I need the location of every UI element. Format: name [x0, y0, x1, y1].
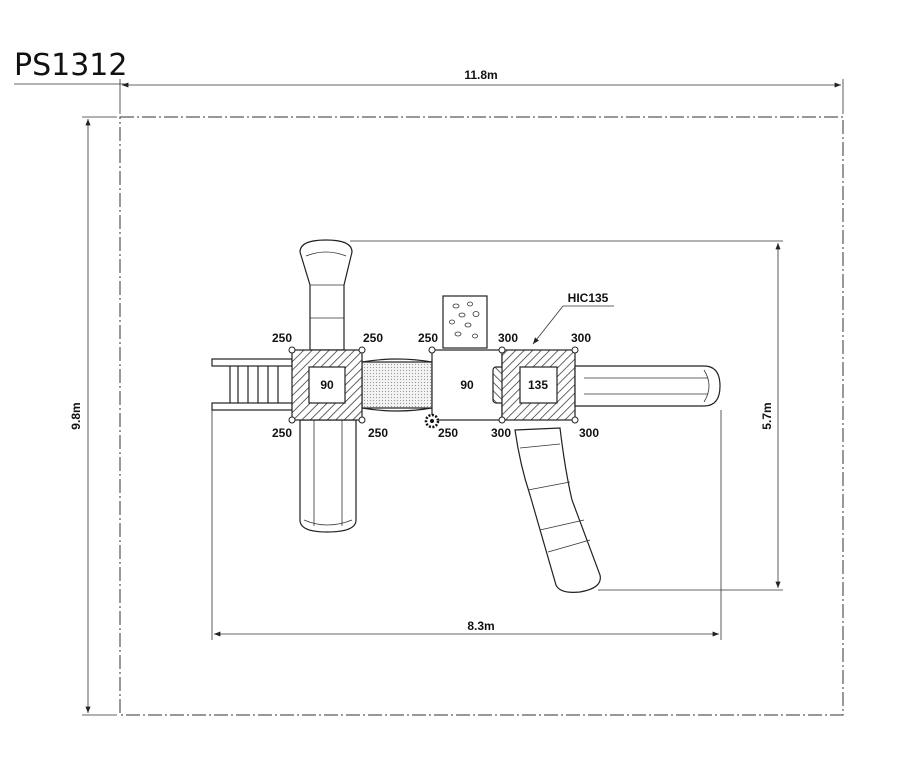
equipment-depth-dimension: 5.7m [350, 240, 783, 591]
post-height-left-tl: 250 [272, 331, 292, 345]
slide-top-left [299, 239, 353, 351]
overall-width-label: 11.8m [464, 68, 497, 82]
post-height-right-bl: 300 [491, 426, 511, 440]
post-height-left-bl: 250 [272, 426, 292, 440]
equipment-width-dimension: 8.3m [211, 410, 722, 640]
slide-right [574, 365, 721, 407]
overall-height-dimension: 9.8m [69, 116, 117, 716]
post-height-right-br: 300 [579, 426, 599, 440]
hic-callout-label: HIC135 [568, 291, 609, 305]
deck-right-label: 135 [528, 378, 548, 392]
climbing-rock-panel [442, 295, 488, 349]
post-height-right-tl: 300 [498, 331, 518, 345]
post-height-mid-tl: 250 [418, 331, 438, 345]
deck-middle: 90 [431, 349, 503, 421]
posts [288, 346, 579, 424]
equipment-width-label: 8.3m [467, 619, 494, 633]
overall-width-dimension: 11.8m [119, 68, 844, 114]
ladder [211, 358, 293, 411]
drawing-title: PS1312 [14, 48, 127, 83]
post-height-left-br: 250 [368, 426, 388, 440]
hic-callout: HIC135 [532, 291, 614, 345]
deck-right: 135 [501, 349, 576, 421]
slide-bottom-left [299, 419, 357, 533]
deck-left-label: 90 [320, 378, 334, 392]
overall-height-label: 9.8m [69, 402, 83, 429]
slide-bottom-right [514, 427, 601, 593]
bridge [361, 358, 433, 412]
post-height-mid-bl: 250 [438, 426, 458, 440]
deck-middle-label: 90 [460, 378, 474, 392]
post-height-left-tr: 250 [363, 331, 383, 345]
deck-left: 90 [291, 349, 363, 421]
gear-icon [424, 413, 440, 429]
equipment-depth-label: 5.7m [760, 402, 774, 429]
safety-zone-boundary [119, 116, 844, 716]
post-height-right-tr: 300 [571, 331, 591, 345]
